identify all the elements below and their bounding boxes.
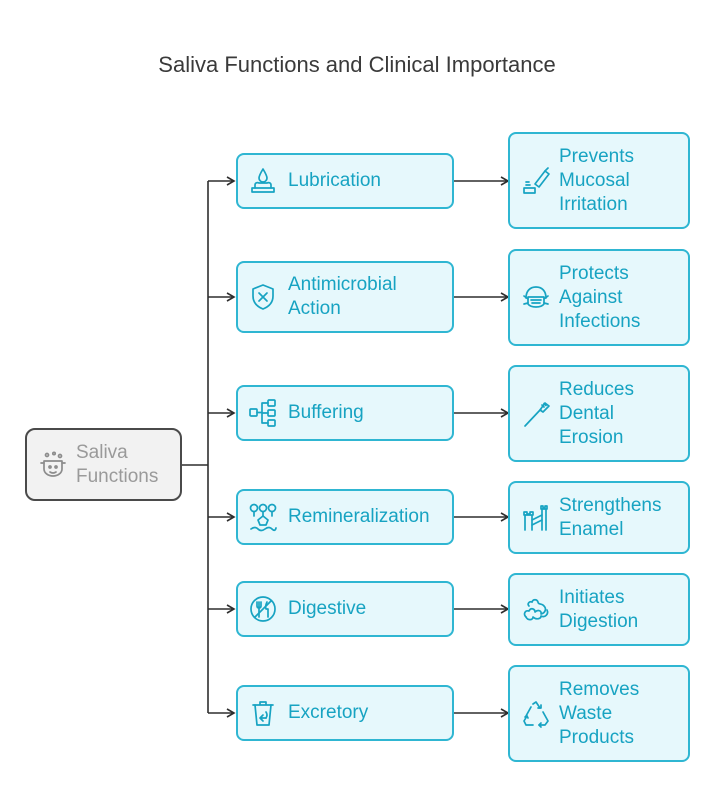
- function-label: Excretory: [288, 702, 369, 723]
- castle-wall-icon: [523, 504, 548, 531]
- minerals-icon: [249, 503, 277, 532]
- root-label-line1: Saliva: [76, 441, 128, 463]
- flow-chart-icon: [249, 399, 276, 427]
- outcome-line: Mucosal: [559, 169, 630, 191]
- node-digestive: Digestive: [236, 581, 454, 637]
- recycle-icon: [523, 700, 549, 728]
- outcome-line: Strengthens: [559, 494, 662, 516]
- no-eating-icon: [250, 596, 276, 622]
- outcome-prevents-mucosal-irritation: Prevents Mucosal Irritation: [508, 132, 690, 229]
- function-label: Remineralization: [288, 506, 430, 527]
- outcome-line: Prevents: [559, 145, 634, 167]
- outcome-line: Digestion: [559, 610, 639, 632]
- intestine-icon: [523, 598, 549, 620]
- lubrication-icon: [251, 168, 275, 193]
- ointment-icon: [523, 166, 550, 194]
- outcome-strengthens-enamel: Strengthens Enamel: [508, 481, 690, 554]
- outcome-removes-waste-products: Removes Waste Products: [508, 665, 690, 762]
- outcome-protects-against-infections: Protects Against Infections: [508, 249, 690, 346]
- page-title: Saliva Functions and Clinical Importance: [158, 52, 556, 77]
- function-label: Antimicrobial: [288, 274, 397, 295]
- outcome-line: Products: [559, 726, 634, 748]
- function-label: Buffering: [288, 402, 364, 423]
- function-label: Lubrication: [288, 170, 381, 191]
- outcome-line: Irritation: [559, 193, 628, 215]
- node-buffering: Buffering: [236, 385, 454, 441]
- outcome-line: Initiates: [559, 586, 625, 608]
- outcome-line: Removes: [559, 678, 640, 700]
- outcome-line: Enamel: [559, 518, 624, 540]
- outcome-line: Waste: [559, 702, 613, 724]
- node-antimicrobial-action: Antimicrobial Action: [236, 261, 454, 333]
- outcome-line: Dental: [559, 402, 614, 424]
- shield-x-icon: [252, 284, 274, 310]
- outcome-line: Erosion: [559, 426, 624, 448]
- node-lubrication: Lubrication: [236, 153, 454, 209]
- node-remineralization: Remineralization: [236, 489, 454, 545]
- outcome-line: Reduces: [559, 378, 634, 400]
- outcome-initiates-digestion: Initiates Digestion: [508, 573, 690, 646]
- outcome-line: Protects: [559, 262, 629, 284]
- face-mask-icon: [523, 285, 549, 308]
- root-node-saliva-functions: Saliva Functions: [25, 428, 182, 501]
- outcome-line: Infections: [559, 310, 641, 332]
- saliva-icon: [40, 450, 66, 477]
- function-label-line2: Action: [288, 298, 341, 319]
- outcome-reduces-dental-erosion: Reduces Dental Erosion: [508, 365, 690, 462]
- toothbrush-icon: [524, 401, 550, 427]
- root-label-line2: Functions: [76, 465, 159, 487]
- recycle-bin-icon: [252, 701, 274, 726]
- function-label: Digestive: [288, 598, 367, 619]
- node-excretory: Excretory: [236, 685, 454, 741]
- outcome-line: Against: [559, 286, 623, 308]
